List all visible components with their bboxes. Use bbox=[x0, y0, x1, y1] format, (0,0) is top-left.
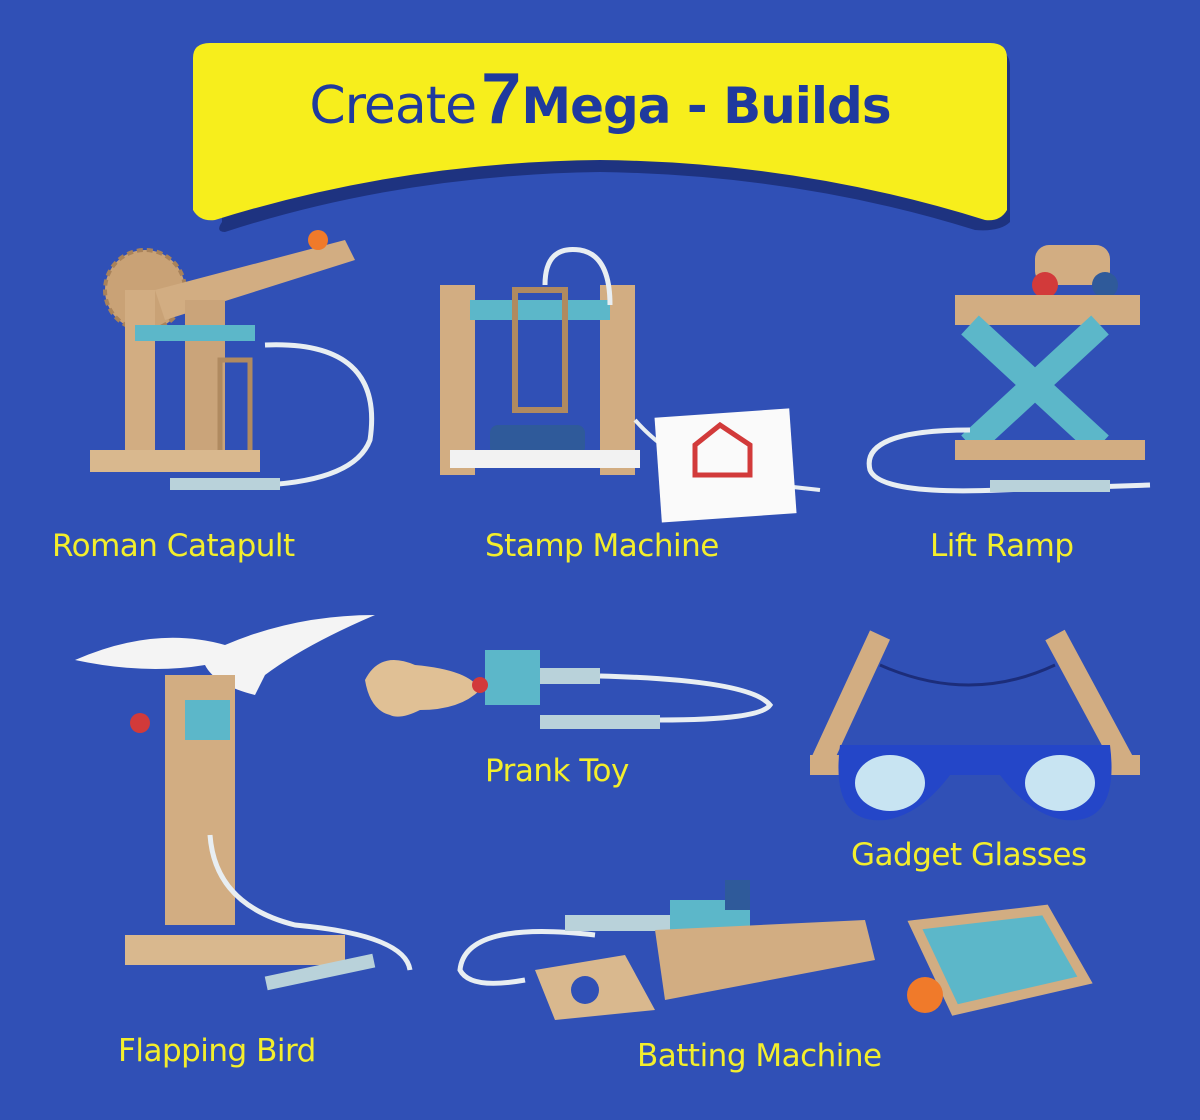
build-label-flapping-bird: Flapping Bird bbox=[118, 1033, 316, 1069]
banner-title: Create 7Mega - Builds bbox=[193, 58, 1007, 140]
build-label-lift-ramp: Lift Ramp bbox=[930, 528, 1074, 564]
build-label-roman-catapult: Roman Catapult bbox=[52, 528, 295, 564]
lift-ramp-image bbox=[866, 245, 1151, 494]
build-label-gadget-glasses: Gadget Glasses bbox=[851, 837, 1087, 873]
roman-catapult-image bbox=[90, 230, 375, 490]
build-label-stamp-machine: Stamp Machine bbox=[485, 528, 719, 564]
build-label-prank-toy: Prank Toy bbox=[485, 753, 629, 789]
batting-machine-image bbox=[457, 880, 1093, 1020]
stamp-machine-image bbox=[440, 246, 821, 523]
title-banner bbox=[193, 43, 1010, 232]
title-prefix: Create bbox=[309, 76, 477, 136]
build-label-batting-machine: Batting Machine bbox=[637, 1038, 882, 1074]
title-number: 7 bbox=[481, 59, 522, 139]
gadget-glasses-image bbox=[810, 629, 1140, 821]
title-suffix: Mega - Builds bbox=[521, 77, 891, 135]
prank-toy-image bbox=[365, 650, 774, 729]
flapping-bird-image bbox=[75, 615, 413, 991]
